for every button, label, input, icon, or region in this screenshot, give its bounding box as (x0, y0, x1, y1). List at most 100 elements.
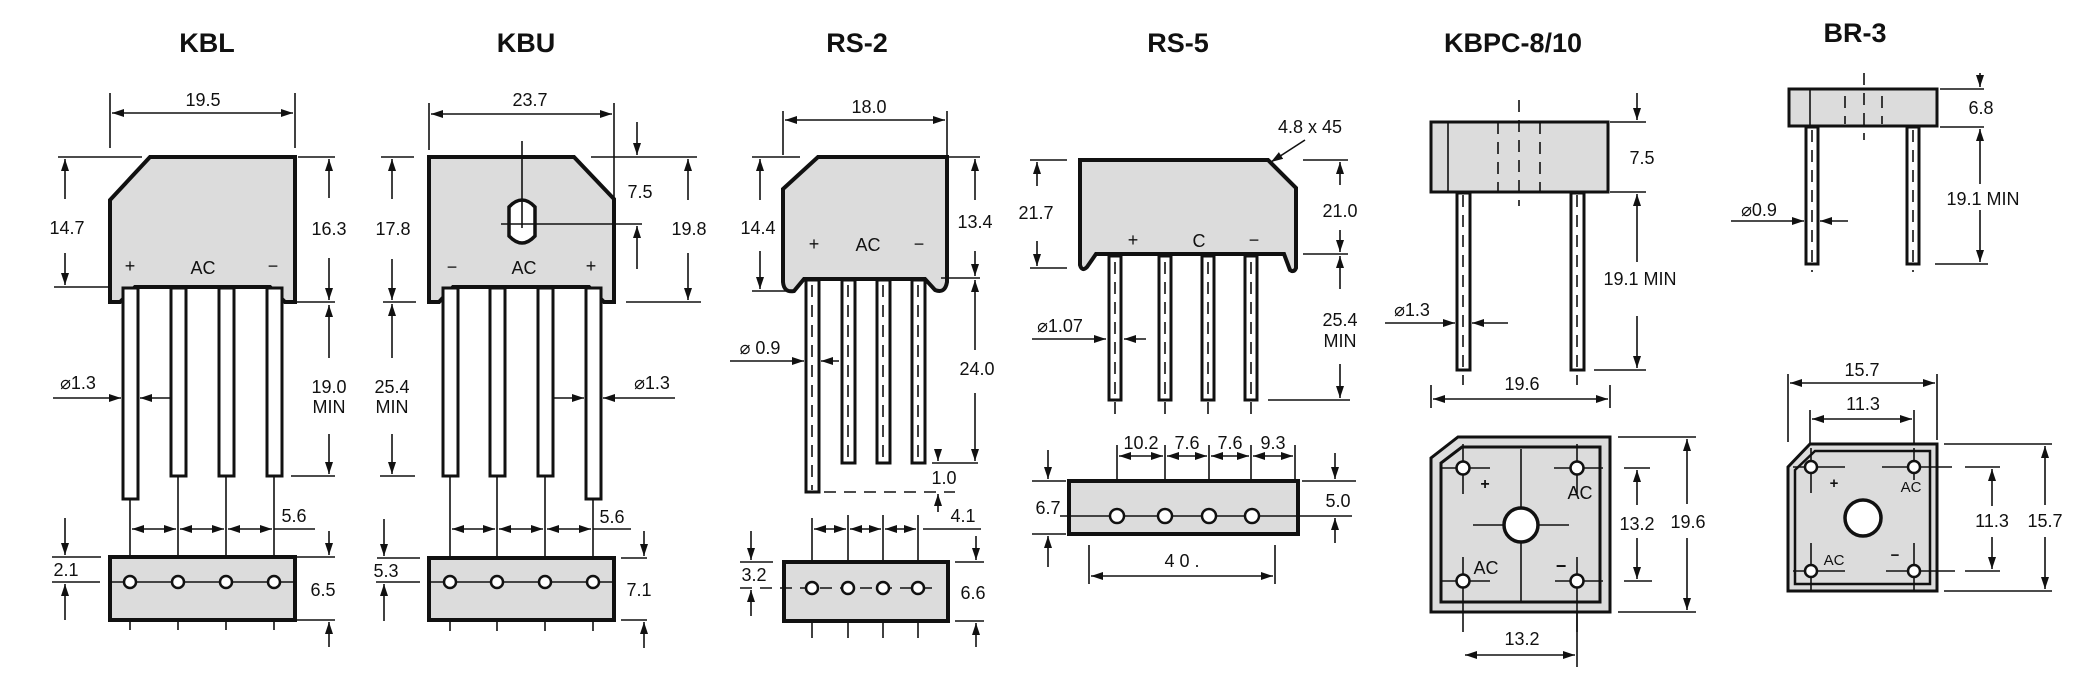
dim-width: 15.7 (1844, 360, 1879, 380)
pin-hole (1243, 507, 1261, 525)
leader-arrow (1270, 139, 1306, 163)
pin-hole (1569, 573, 1585, 589)
dim-chamfer: 7.5 (627, 182, 652, 202)
lead (441, 286, 460, 478)
pin-hole (1569, 460, 1585, 476)
dim-lead-length: 19.0 (311, 377, 346, 397)
package-kbl: KBL 19.5 + AC − 14.7 16.3 19.0 MIN (49, 28, 347, 647)
dim-left-height: 14.4 (740, 218, 775, 238)
package-kbu: KBU 23.7 − AC + 17.8 25.4 MIN 7.5 (373, 28, 707, 648)
dim-depth: 6.5 (310, 580, 335, 600)
lead (121, 286, 140, 501)
pin-label-plus: + (1480, 476, 1489, 493)
pin-label-minus: − (1556, 556, 1567, 576)
dim-depth: 6.6 (960, 583, 985, 603)
pin-label-plus: + (1128, 230, 1139, 250)
dim-lead-step: 1.0 (931, 468, 956, 488)
pin-hole (1200, 507, 1218, 525)
package-bottom-view (1067, 479, 1300, 536)
dim-offset: 5.0 (1325, 491, 1350, 511)
pin-hole (1803, 563, 1819, 579)
dim-lead-diameter: ⌀1.3 (634, 373, 670, 393)
pin-hole (1156, 507, 1174, 525)
package-title: KBL (179, 28, 235, 58)
dim-pitch: 5.6 (599, 507, 624, 527)
pin-hole (537, 574, 553, 590)
lead (169, 286, 188, 478)
pin-hole (585, 574, 601, 590)
dim-pin-span-horizontal: 11.3 (1846, 394, 1880, 414)
package-title: RS-5 (1147, 28, 1209, 58)
dim-width: 4 0 . (1164, 551, 1199, 571)
dim-pin-span-vertical: 11.3 (1975, 511, 2009, 531)
mounting-hole (1843, 498, 1883, 538)
dim-lead-diameter: ⌀1.3 (60, 373, 96, 393)
package-bottom-view (108, 555, 297, 622)
pin-label-plus: + (125, 256, 136, 276)
pin-label-plus: + (586, 256, 597, 276)
dim-offset: 3.2 (741, 565, 766, 585)
dim-offset: 2.1 (53, 560, 78, 580)
dim-chamfer: 4.8 x 45 (1278, 117, 1342, 137)
dim-lead-length: 25.4 (1322, 310, 1357, 330)
pin-hole (910, 580, 926, 596)
pin-hole (122, 574, 138, 590)
pin-label-minus: − (914, 234, 925, 254)
pin-label-ac: AC (1901, 479, 1922, 496)
pin-hole (442, 574, 458, 590)
package-title: KBU (497, 28, 556, 58)
dim-lead-length: 25.4 (374, 377, 409, 397)
dim-lead-diameter: ⌀1.07 (1037, 316, 1083, 336)
pin-label-ac: AC (1824, 552, 1845, 569)
lead (265, 286, 284, 478)
pin-hole (170, 574, 186, 590)
pin-hole (804, 580, 820, 596)
dim-pitch-3: 7.6 (1217, 433, 1242, 453)
dim-pitch-4: 9.3 (1260, 433, 1285, 453)
dim-width: 23.7 (512, 90, 547, 110)
dim-depth: 7.1 (626, 580, 651, 600)
dim-side-vertical: 15.7 (2027, 511, 2062, 531)
pin-label-ac: AC (190, 258, 215, 278)
dim-right-height: 21.0 (1322, 201, 1357, 221)
dim-lead-diameter: ⌀1.3 (1394, 300, 1430, 320)
dim-height: 7.5 (1629, 148, 1654, 168)
dim-right-height: 16.3 (311, 219, 346, 239)
pin-hole (1906, 563, 1922, 579)
dim-lead-length-note: MIN (1324, 331, 1357, 351)
dim-pin-span-horizontal: 13.2 (1504, 629, 1539, 649)
pin-hole (1455, 460, 1471, 476)
package-body (108, 155, 297, 304)
package-kbpc-8-10: KBPC-8/10 7.5 19.1 MIN ⌀1.3 19.6 (1385, 28, 1706, 667)
pin-hole (218, 574, 234, 590)
dim-width: 19.5 (185, 90, 220, 110)
pin-label-ac: AC (1473, 558, 1498, 578)
dim-width: 19.6 (1504, 374, 1539, 394)
pin-label-c: C (1193, 231, 1206, 251)
package-br-3: BR-3 6.8 19.1 MIN ⌀0.9 15.7 11.3 (1731, 18, 2063, 593)
dim-lead-length: 24.0 (959, 359, 994, 379)
dim-pitch-1: 10.2 (1123, 433, 1158, 453)
pin-label-ac: AC (1567, 483, 1592, 503)
pin-label-minus: − (447, 257, 458, 277)
package-side-view (1787, 87, 1939, 128)
dim-lead-diameter: ⌀ 0.9 (740, 338, 781, 358)
lead (536, 286, 555, 478)
dim-left-height: 17.8 (375, 219, 410, 239)
pin-hole (489, 574, 505, 590)
dim-side-vertical: 19.6 (1670, 512, 1705, 532)
dim-height: 6.8 (1968, 98, 1993, 118)
pin-hole (266, 574, 282, 590)
lead (584, 286, 603, 501)
pin-label-ac: AC (511, 258, 536, 278)
pin-hole (1906, 459, 1922, 475)
dim-depth: 6.7 (1035, 498, 1060, 518)
dim-lead-length-note: MIN (313, 397, 346, 417)
dim-right-height: 19.8 (671, 219, 706, 239)
pin-label-minus: − (1891, 547, 1900, 564)
pin-hole (1108, 507, 1126, 525)
package-title: RS-2 (826, 28, 888, 58)
package-bottom-view (427, 556, 616, 622)
pin-label-minus: − (1249, 230, 1260, 250)
